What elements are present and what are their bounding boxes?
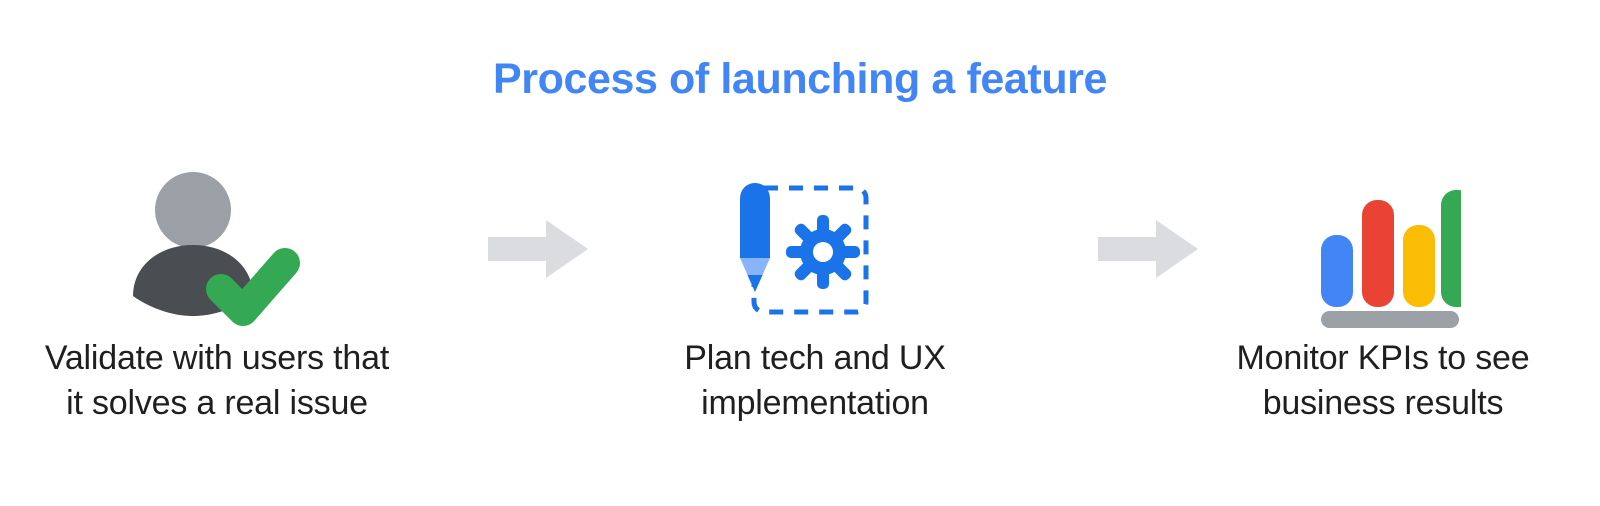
chart-baseline	[1321, 311, 1459, 328]
check-mark-icon	[206, 248, 300, 326]
bar-red	[1362, 200, 1394, 307]
bar-yellow	[1403, 225, 1435, 307]
step-3-icon-slot	[1305, 145, 1461, 330]
step-1-icon-slot	[117, 145, 317, 330]
step-2-icon-slot	[740, 145, 890, 330]
bar-blue	[1321, 235, 1353, 307]
step-1-caption: Validate with users that it solves a rea…	[44, 339, 390, 422]
pencil-point-shape	[747, 275, 763, 292]
arrow-right-shape	[488, 220, 588, 278]
person-head-shape	[155, 172, 231, 248]
step-1: Validate with users that it solves a rea…	[2, 145, 432, 426]
step-2: Plan tech and UX implementation	[600, 145, 1030, 426]
step-2-caption: Plan tech and UX implementation	[684, 339, 946, 422]
gear-shape	[786, 215, 860, 289]
step-3: Monitor KPIs to see business results	[1168, 145, 1598, 426]
arrow-right-icon	[488, 220, 588, 278]
arrow-right-shape	[1098, 220, 1198, 278]
connector-arrow-1	[488, 220, 588, 283]
step-3-caption: Monitor KPIs to see business results	[1236, 339, 1530, 422]
bar-chart-icon	[1321, 190, 1461, 328]
arrow-right-icon	[1098, 220, 1198, 278]
page-title: Process of launching a feature	[492, 55, 1108, 103]
bar-green	[1441, 190, 1461, 307]
pencil-body-shape	[740, 183, 770, 258]
person-check-icon	[133, 172, 300, 326]
connector-arrow-2	[1098, 220, 1198, 283]
pencil-gear-dashed-box-icon	[740, 183, 869, 315]
